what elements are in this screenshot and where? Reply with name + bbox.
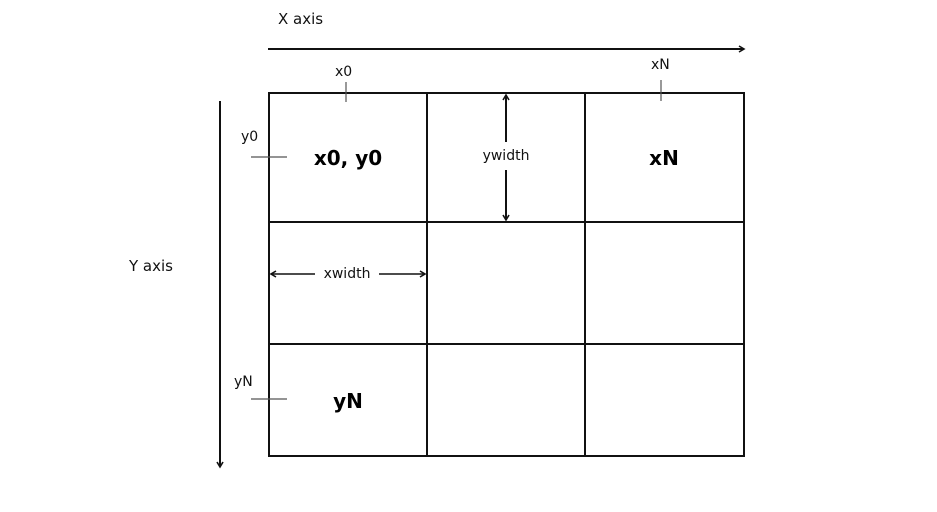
xwidth-label: xwidth: [323, 266, 371, 282]
cell-yN-label: yN: [333, 389, 363, 413]
yN-tick-label: yN: [234, 374, 253, 390]
cell-x0-y0-label: x0, y0: [313, 146, 383, 170]
cell-xN-label: xN: [649, 146, 679, 170]
ywidth-label: ywidth: [482, 148, 530, 164]
x-axis-label: X axis: [278, 10, 324, 28]
y-axis-label: Y axis: [129, 257, 173, 275]
y0-tick-label: y0: [241, 129, 259, 145]
grid-border: [268, 92, 745, 457]
xN-tick-label: xN: [651, 57, 670, 73]
x0-tick-label: x0: [335, 64, 353, 80]
